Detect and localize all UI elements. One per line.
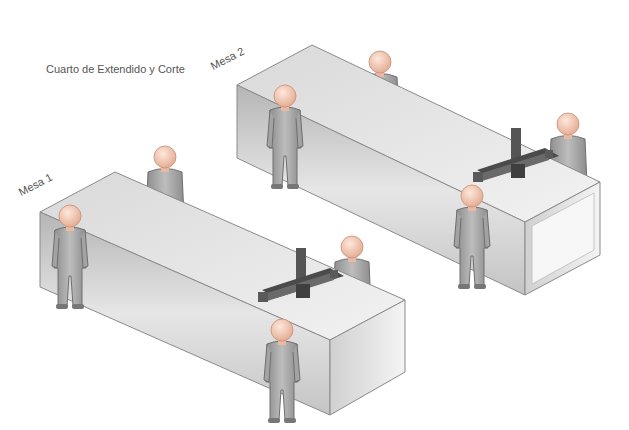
worker — [264, 319, 300, 423]
room-title: Cuarto de Extendido y Corte — [46, 62, 186, 76]
cutting-table — [40, 172, 405, 415]
worker — [52, 205, 88, 309]
worker — [454, 185, 490, 289]
table-label: Mesa 1 — [17, 171, 55, 198]
table-label: Mesa 2 — [209, 45, 247, 72]
cutting-machine — [473, 128, 559, 182]
cutting-machine — [258, 248, 344, 302]
worker — [267, 85, 303, 189]
